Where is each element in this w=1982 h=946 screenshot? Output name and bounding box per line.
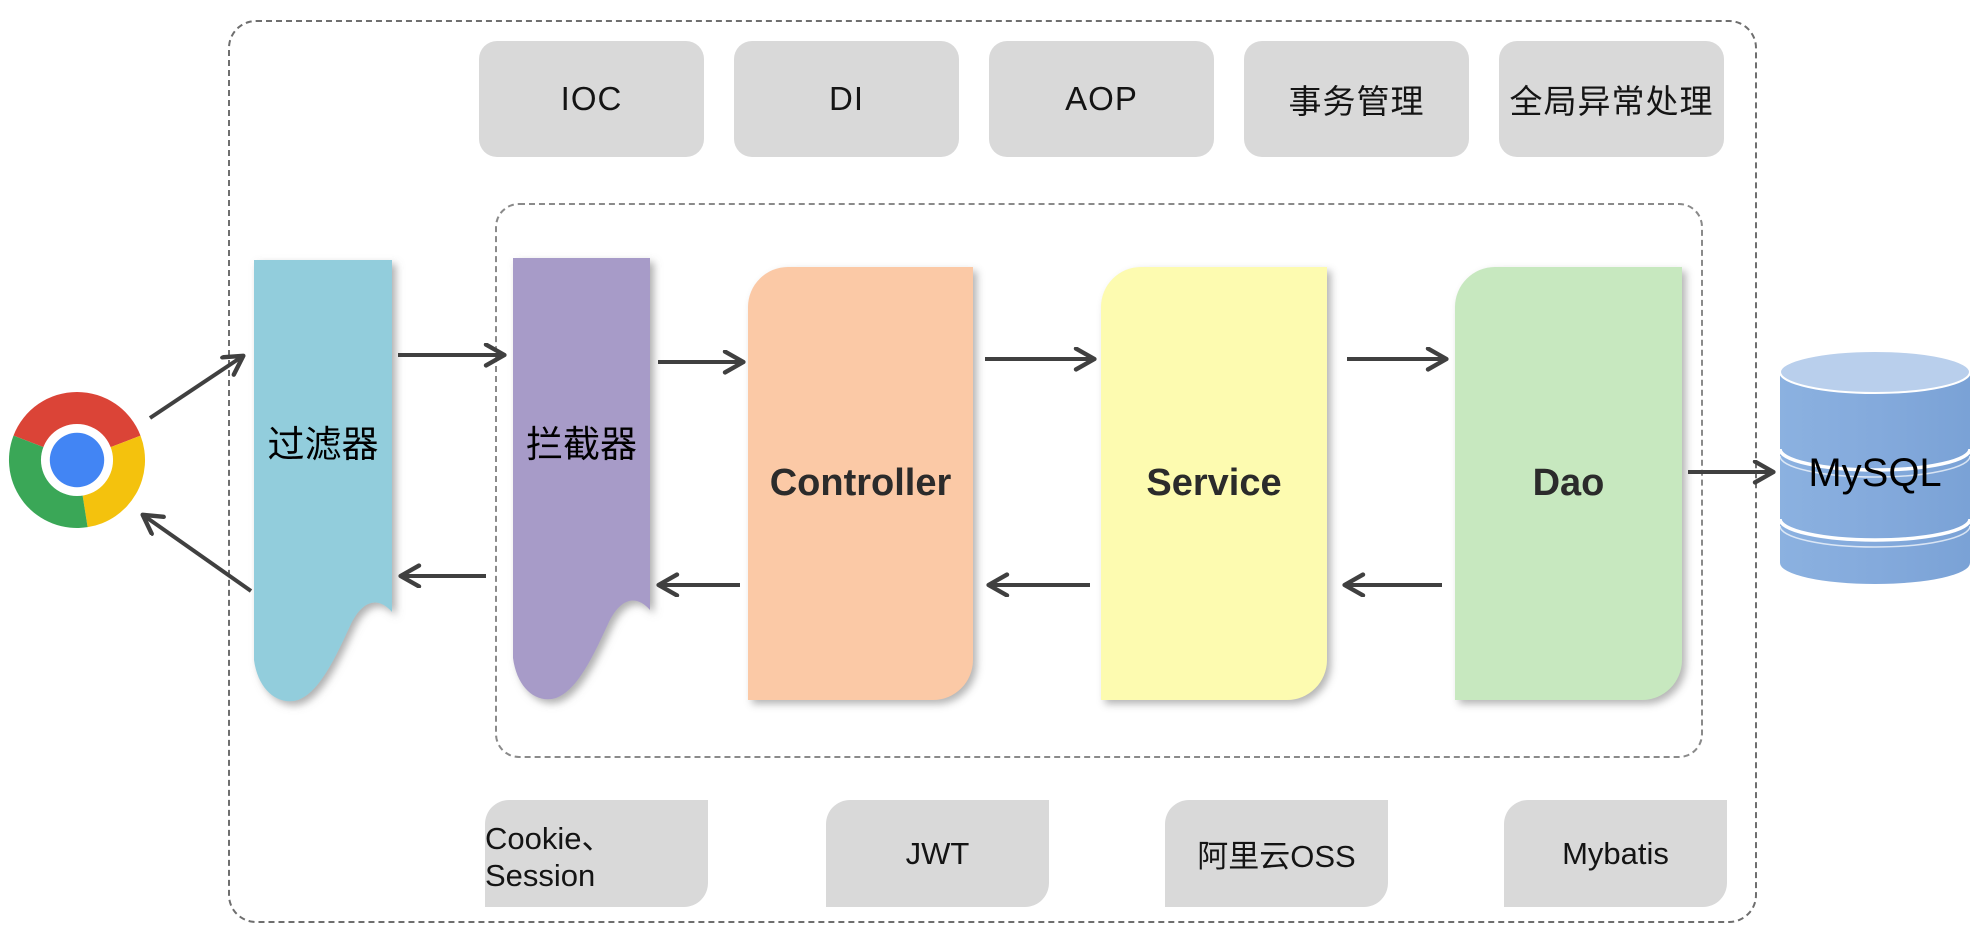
capability-box-transaction: 事务管理 — [1244, 41, 1469, 157]
mysql-label: MySQL — [1808, 450, 1942, 495]
dao-shape: Dao — [1455, 267, 1682, 700]
dao-label: Dao — [1532, 462, 1605, 504]
filter-label: 过滤器 — [267, 424, 379, 465]
service-shape: Service — [1101, 267, 1327, 700]
controller-label: Controller — [769, 462, 952, 504]
capability-box-di: DI — [734, 41, 959, 157]
tech-box-jwt: JWT — [826, 800, 1049, 907]
tech-box-aliyun-oss: 阿里云OSS — [1165, 800, 1388, 907]
inner-dashed-frame — [495, 203, 1703, 758]
tech-box-cookie-session: Cookie、Session — [485, 800, 708, 907]
service-label: Service — [1146, 462, 1282, 504]
tech-box-mybatis: Mybatis — [1504, 800, 1727, 907]
capability-box-aop: AOP — [989, 41, 1214, 157]
capability-box-ioc: IOC — [479, 41, 704, 157]
controller-shape: Controller — [748, 267, 973, 700]
capability-box-global-exception: 全局异常处理 — [1499, 41, 1724, 157]
interceptor-label: 拦截器 — [526, 424, 637, 465]
chrome-browser-icon — [8, 391, 146, 529]
